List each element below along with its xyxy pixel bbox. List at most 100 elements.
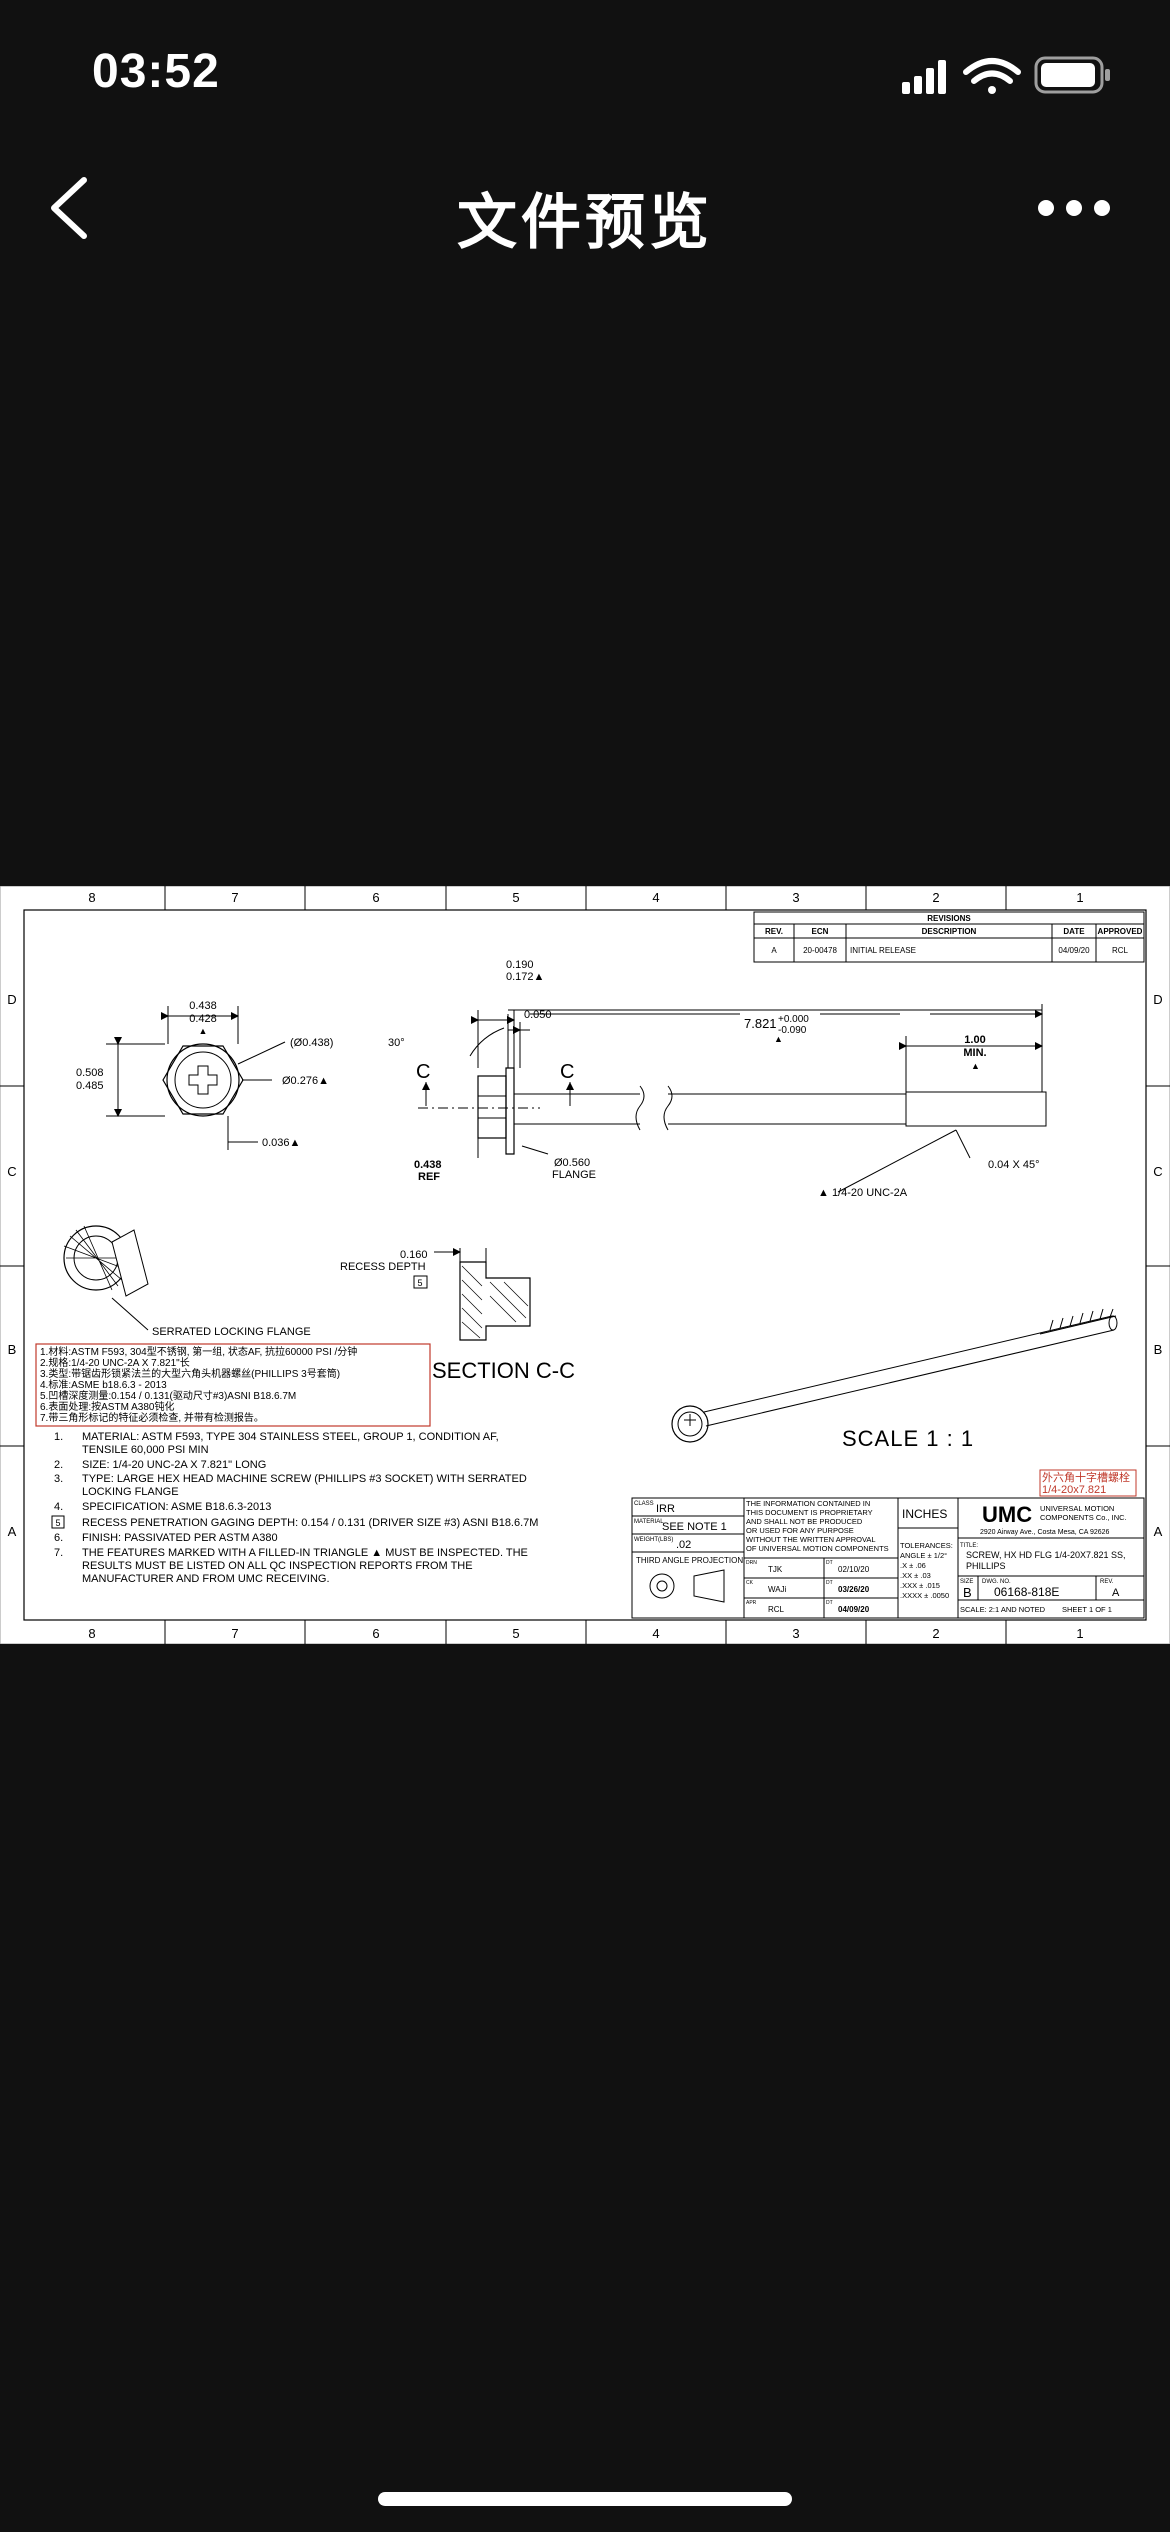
section-title: SECTION C-C [432, 1358, 575, 1383]
note-text: LOCKING FLANGE [82, 1486, 179, 1498]
zone-label: 3 [792, 890, 799, 905]
recess-label: RECESS DEPTH [340, 1261, 426, 1273]
rev-header: APPROVED [1098, 927, 1143, 936]
tb-scale: SCALE: 2:1 AND NOTED [960, 1605, 1046, 1614]
note-text: MATERIAL: ASTM F593, TYPE 304 STAINLESS … [82, 1431, 499, 1443]
tb-label: WEIGHT(LBS) [634, 1537, 673, 1543]
scale-label: SCALE 1 : 1 [842, 1426, 974, 1451]
notes-list: 1. MATERIAL: ASTM F593, TYPE 304 STAINLE… [51, 1431, 538, 1585]
tb-drn: TJK [768, 1565, 783, 1574]
zone-label: B [8, 1342, 17, 1357]
back-button[interactable] [44, 176, 100, 240]
chevron-left-icon [51, 177, 87, 239]
zone-label: 7 [231, 890, 238, 905]
tb-tolerance: .X ± .06 [900, 1561, 926, 1570]
tb-tolerance: .XXXX ± .0050 [900, 1591, 949, 1600]
engineering-drawing: 8 7 6 5 4 3 2 1 8 7 6 5 4 3 2 1 D C B A … [0, 886, 1170, 1644]
tb-apr-date: 04/09/20 [838, 1605, 870, 1614]
chinese-note: 7.带三角形标记的特征必须检查, 并带有检测报告。 [40, 1411, 264, 1424]
tb-label: DT [826, 1600, 833, 1606]
zone-label: D [7, 992, 16, 1007]
note-text: SPECIFICATION: ASME B18.6.3-2013 [82, 1501, 271, 1513]
tb-class: IRR [656, 1503, 675, 1515]
note-text: TYPE: LARGE HEX HEAD MACHINE SCREW (PHIL… [82, 1473, 527, 1485]
tb-drn-date: 02/10/20 [838, 1565, 870, 1574]
inspect-mark: ▲ [199, 1026, 208, 1036]
tb-tolerance: ANGLE ± 1/2° [900, 1551, 947, 1560]
chinese-notes-box [35, 1343, 431, 1427]
zone-label: D [1153, 992, 1162, 1007]
zone-label: 6 [372, 1626, 379, 1641]
chinese-note: 6.表面处理:按ASTM A380钝化 [40, 1400, 174, 1413]
zone-label: 1 [1076, 1626, 1083, 1641]
tb-confidential: OF UNIVERSAL MOTION COMPONENTS [746, 1544, 889, 1553]
company-address: 2920 Airway Ave., Costa Mesa, CA 92626 [980, 1529, 1110, 1536]
note-number: 6. [54, 1532, 63, 1544]
more-dots-icon [1038, 200, 1110, 216]
zone-label: A [1154, 1524, 1163, 1539]
rev-header: REV. [765, 927, 783, 936]
zone-label: C [1153, 1164, 1162, 1179]
zone-label: 5 [512, 1626, 519, 1641]
tb-units: INCHES [902, 1507, 947, 1521]
tb-label: CLASS [634, 1501, 654, 1507]
zone-label: B [1154, 1342, 1163, 1357]
dim-label: 1.00 [964, 1034, 985, 1046]
zone-label: 1 [1076, 890, 1083, 905]
dim-label: ▲ 1/4-20 UNC-2A [818, 1187, 908, 1199]
chinese-note: 4.标准:ASME b18.6.3 - 2013 [40, 1379, 167, 1391]
home-indicator[interactable] [378, 2492, 792, 2506]
tb-label: CK [746, 1580, 754, 1586]
company-logo: UMC [982, 1502, 1032, 1527]
zone-label: A [8, 1524, 17, 1539]
tb-label: DT [826, 1580, 833, 1586]
tb-title: SCREW, HX HD FLG 1/4-20X7.821 SS, [966, 1550, 1126, 1560]
head-top-view [106, 1006, 286, 1150]
note-text: SIZE: 1/4-20 UNC-2A X 7.821" LONG [82, 1459, 266, 1471]
tb-title: PHILLIPS [966, 1561, 1006, 1571]
tb-label: DT [826, 1560, 833, 1566]
rev-cell: INITIAL RELEASE [850, 946, 916, 955]
dim-label: MIN. [963, 1047, 986, 1059]
tb-label: REV. [1100, 1579, 1114, 1585]
zone-label: C [7, 1164, 16, 1179]
battery-icon [1034, 56, 1110, 94]
section-marker: C [560, 1061, 574, 1083]
note-number: 5 [55, 1518, 60, 1528]
company-name: COMPONENTS Co., INC. [1040, 1513, 1127, 1522]
tb-confidential: AND SHALL NOT BE PRODUCED [746, 1517, 863, 1526]
zone-label: 3 [792, 1626, 799, 1641]
note-number: 7. [54, 1547, 63, 1559]
red-label: 1/4-20x7.821 [1042, 1484, 1106, 1496]
rev-header: ECN [812, 927, 829, 936]
tb-tolerance: .XX ± .03 [900, 1571, 931, 1580]
rev-header: DESCRIPTION [922, 927, 977, 936]
note-text: RESULTS MUST BE LISTED ON ALL QC INSPECT… [82, 1560, 473, 1572]
dim-label: Ø0.276▲ [282, 1075, 329, 1087]
revisions-table: REVISIONS REV. ECN DESCRIPTION DATE APPR… [753, 911, 1145, 963]
dim-label: +0.000 [778, 1014, 809, 1025]
company-name: UNIVERSAL MOTION [1040, 1504, 1114, 1513]
dim-label: 0.050 [524, 1009, 552, 1021]
dim-label: 7.821 [744, 1016, 777, 1031]
tb-tolerance: .XXX ± .015 [900, 1581, 940, 1590]
zone-label: 2 [932, 1626, 939, 1641]
serrated-flange-detail [63, 1225, 149, 1331]
status-icons [894, 52, 1114, 100]
tb-ck-date: 03/26/20 [838, 1585, 870, 1594]
zone-label: 4 [652, 1626, 659, 1641]
dim-label: 0.428 [189, 1013, 217, 1025]
zone-label: 8 [88, 890, 95, 905]
inspect-mark: ▲ [971, 1061, 980, 1071]
chinese-note: 5.凹槽深度测量:0.154 / 0.131(驱动尺寸#3)ASNI B18.6… [40, 1389, 296, 1402]
tb-material: SEE NOTE 1 [662, 1521, 727, 1533]
zone-label: 6 [372, 890, 379, 905]
chinese-note: 3.类型:带锯齿形锁紧法兰的大型六角头机器螺丝(PHILLIPS 3号套筒) [40, 1367, 340, 1380]
serrated-label: SERRATED LOCKING FLANGE [152, 1326, 311, 1338]
more-button[interactable] [1034, 196, 1114, 220]
nav-bar: 文件预览 [0, 140, 1170, 270]
tb-confidential: THIS DOCUMENT IS PROPRIETARY [746, 1508, 873, 1517]
note-text: FINISH: PASSIVATED PER ASTM A380 [82, 1532, 278, 1544]
document-preview[interactable]: 8 7 6 5 4 3 2 1 8 7 6 5 4 3 2 1 D C B A … [0, 886, 1170, 1644]
dim-label: 0.04 X 45° [988, 1159, 1040, 1171]
